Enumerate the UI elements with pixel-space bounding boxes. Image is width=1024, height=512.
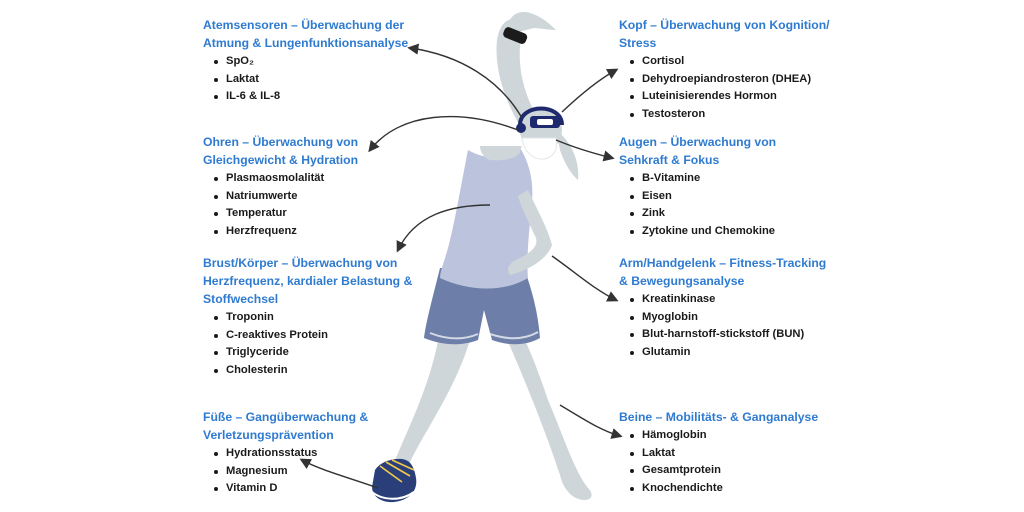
- list-item: Myoglobin: [628, 309, 859, 327]
- section-ohren: Ohren – Überwachung von Gleichgewicht & …: [203, 133, 433, 240]
- list-item: Testosteron: [628, 106, 859, 124]
- list-item: Laktat: [212, 71, 433, 89]
- arrow-icon: [368, 115, 519, 153]
- section-title: Füße – Gangüberwachung & Verletzungspräv…: [203, 408, 433, 444]
- list-item: Magnesium: [212, 463, 433, 481]
- section-title: Atemsensoren – Überwachung der Atmung & …: [203, 16, 433, 52]
- list-item: Cholesterin: [212, 362, 433, 380]
- title-line: Füße – Gangüberwachung &: [203, 410, 369, 424]
- shorts: [424, 268, 540, 345]
- sneaker-icon: [372, 458, 417, 503]
- list-item: SpO₂: [212, 53, 433, 71]
- title-line: Beine – Mobilitäts- & Ganganalyse: [619, 410, 819, 424]
- list-item: Zytokine und Chemokine: [628, 223, 859, 241]
- wristband-icon: [503, 27, 528, 44]
- biomarker-list: B-Vitamine Eisen Zink Zytokine und Chemo…: [619, 170, 859, 240]
- arrow-icon: [396, 204, 491, 253]
- left-leg: [394, 330, 470, 469]
- bent-arm: [508, 190, 552, 275]
- list-item: C-reaktives Protein: [212, 327, 433, 345]
- biomarker-list: Kreatinkinase Myoglobin Blut-harnstoff-s…: [619, 291, 859, 361]
- section-atemsensoren: Atemsensoren – Überwachung der Atmung & …: [203, 16, 433, 106]
- arrow-icon: [561, 68, 619, 113]
- title-line: Herzfrequenz, kardialer Belastung &: [203, 274, 413, 288]
- section-title: Brust/Körper – Überwachung von Herzfrequ…: [203, 254, 433, 308]
- list-item: Triglyceride: [212, 344, 433, 362]
- section-fuesse: Füße – Gangüberwachung & Verletzungspräv…: [203, 408, 433, 498]
- list-item: Plasmaosmolalität: [212, 170, 433, 188]
- arrow-icon: [407, 43, 523, 119]
- list-item: Blut-harnstoff-stickstoff (BUN): [628, 326, 859, 344]
- arrow-icon: [551, 255, 619, 302]
- list-item: Laktat: [628, 445, 859, 463]
- list-item: Hämoglobin: [628, 427, 859, 445]
- list-item: Knochendichte: [628, 480, 859, 498]
- list-item: IL-6 & IL-8: [212, 88, 433, 106]
- section-beine: Beine – Mobilitäts- & Ganganalyse Hämogl…: [619, 408, 859, 497]
- headset-icon: [516, 106, 564, 133]
- biomarker-list: Hydrationsstatus Magnesium Vitamin D: [203, 445, 433, 498]
- raised-hand: [508, 12, 556, 35]
- title-line: Gleichgewicht & Hydration: [203, 153, 359, 167]
- title-line: Arm/Handgelenk – Fitness-Tracking: [619, 256, 827, 270]
- section-title: Ohren – Überwachung von Gleichgewicht & …: [203, 133, 433, 169]
- arrow-icon: [559, 404, 623, 439]
- biomarker-list: Cortisol Dehydroepiandrosteron (DHEA) Lu…: [619, 53, 859, 123]
- list-item: Gesamtprotein: [628, 462, 859, 480]
- list-item: Temperatur: [212, 205, 433, 223]
- list-item: Kreatinkinase: [628, 291, 859, 309]
- title-line: Brust/Körper – Überwachung von: [203, 256, 398, 270]
- title-line: Kopf – Überwachung von Kognition/: [619, 18, 830, 32]
- biomarker-list: Troponin C-reaktives Protein Triglycerid…: [203, 309, 433, 379]
- section-title: Kopf – Überwachung von Kognition/ Stress: [619, 16, 859, 52]
- list-item: Dehydroepiandrosteron (DHEA): [628, 71, 859, 89]
- raised-arm: [496, 19, 540, 126]
- list-item: Vitamin D: [212, 480, 433, 498]
- list-item: Herzfrequenz: [212, 223, 433, 241]
- list-item: B-Vitamine: [628, 170, 859, 188]
- list-item: Zink: [628, 205, 859, 223]
- title-line: Atmung & Lungenfunktionsanalyse: [203, 36, 409, 50]
- biomarker-list: SpO₂ Laktat IL-6 & IL-8: [203, 53, 433, 106]
- title-line: Stoffwechsel: [203, 292, 279, 306]
- list-item: Hydrationsstatus: [212, 445, 433, 463]
- section-title: Arm/Handgelenk – Fitness-Tracking & Bewe…: [619, 254, 859, 290]
- list-item: Troponin: [212, 309, 433, 327]
- title-line: Atemsensoren – Überwachung der: [203, 18, 405, 32]
- tank-top: [440, 148, 533, 289]
- section-brust: Brust/Körper – Überwachung von Herzfrequ…: [203, 254, 433, 379]
- section-title: Augen – Überwachung von Sehkraft & Fokus: [619, 133, 859, 169]
- section-title: Beine – Mobilitäts- & Ganganalyse: [619, 408, 859, 426]
- arrow-icon: [299, 458, 379, 489]
- title-line: Verletzungsprävention: [203, 428, 334, 442]
- biomarker-list: Hämoglobin Laktat Gesamtprotein Knochend…: [619, 427, 859, 497]
- list-item: Eisen: [628, 188, 859, 206]
- arrow-icon: [555, 139, 615, 162]
- title-line: Augen – Überwachung von: [619, 135, 777, 149]
- list-item: Cortisol: [628, 53, 859, 71]
- biomarker-list: Plasmaosmolalität Natriumwerte Temperatu…: [203, 170, 433, 240]
- title-line: Ohren – Überwachung von: [203, 135, 359, 149]
- title-line: & Bewegungsanalyse: [619, 274, 745, 288]
- section-arm-handgelenk: Arm/Handgelenk – Fitness-Tracking & Bewe…: [619, 254, 859, 361]
- list-item: Luteinisierendes Hormon: [628, 88, 859, 106]
- face-mask-icon: [521, 137, 558, 160]
- right-leg: [505, 330, 592, 500]
- list-item: Glutamin: [628, 344, 859, 362]
- list-item: Natriumwerte: [212, 188, 433, 206]
- section-augen: Augen – Überwachung von Sehkraft & Fokus…: [619, 133, 859, 240]
- title-line: Stress: [619, 36, 657, 50]
- title-line: Sehkraft & Fokus: [619, 153, 720, 167]
- section-kopf: Kopf – Überwachung von Kognition/ Stress…: [619, 16, 859, 123]
